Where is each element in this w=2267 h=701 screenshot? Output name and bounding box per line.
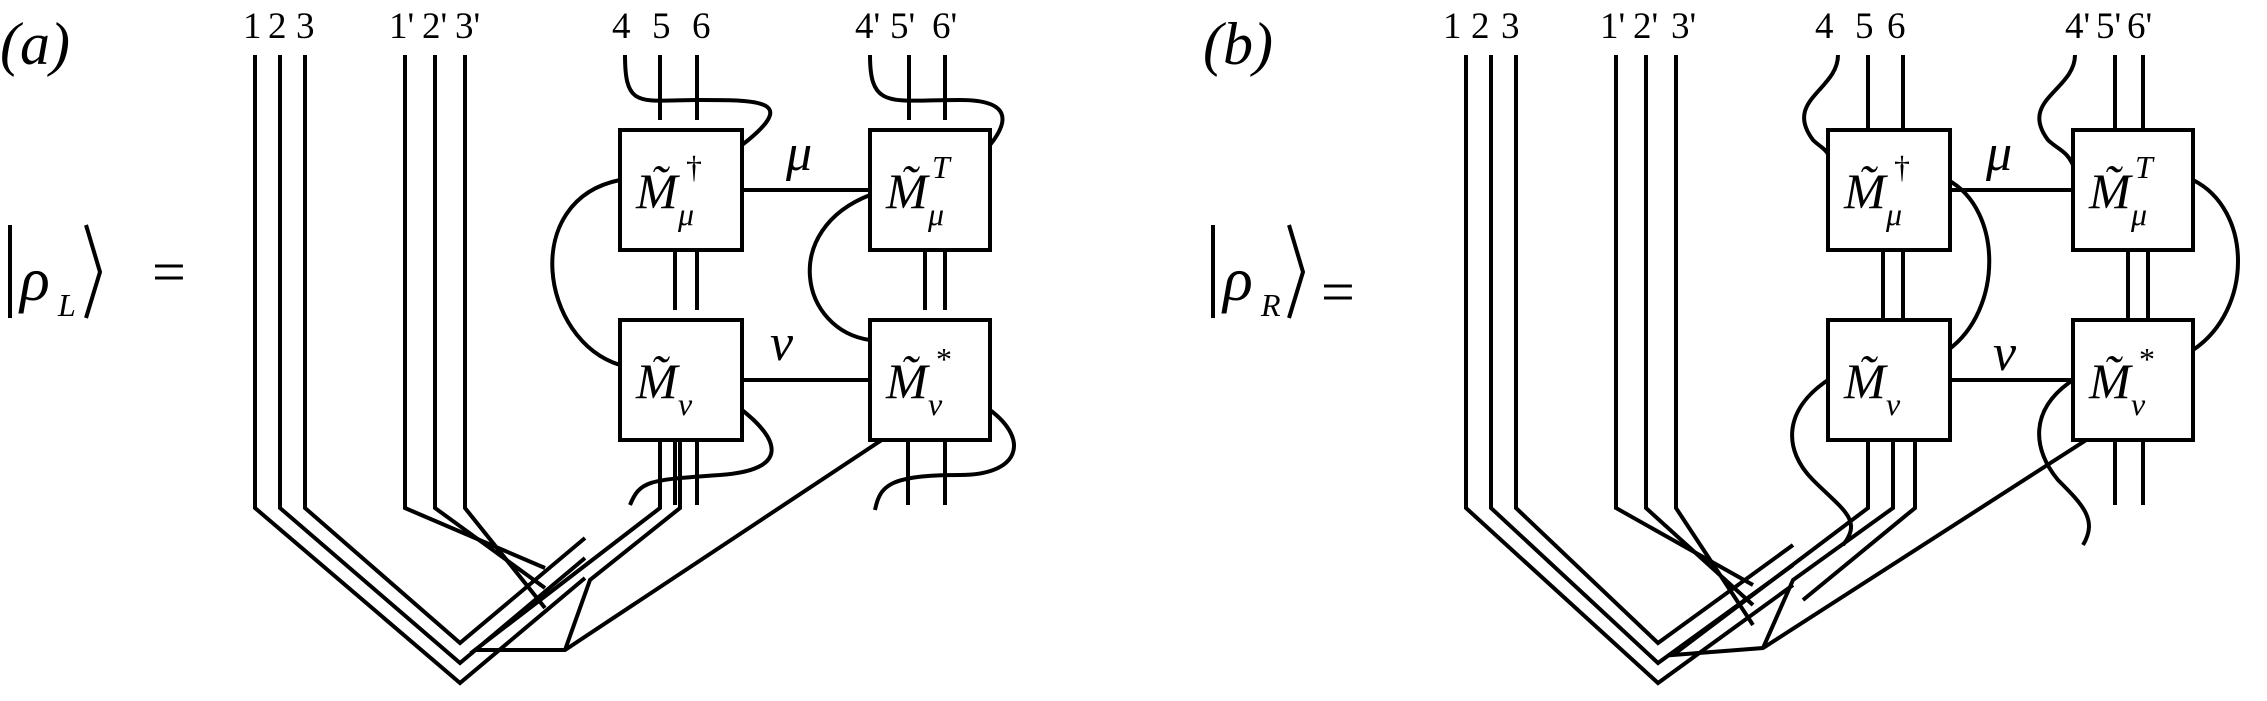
ket-right-angle: [1287, 224, 1306, 319]
equals-sign: =: [1321, 259, 1355, 325]
tensor-sub: μ: [927, 196, 944, 232]
tensor-sup: T: [2135, 149, 2155, 185]
tensor-M-mu-dagger: [1826, 128, 1952, 252]
index-label: 4: [1815, 6, 1834, 47]
panel-b-columns: [1866, 55, 2150, 505]
tensor-base: M̃: [1843, 163, 1888, 219]
ket-subscript: R: [1260, 287, 1281, 323]
index-label: 1: [1443, 6, 1462, 47]
tensor-base: M̃: [635, 163, 680, 219]
ket-right-angle: [84, 224, 103, 319]
tensor-sub: μ: [1885, 196, 1902, 232]
tensor-sup: †: [686, 149, 702, 185]
bond-mu-label: μ: [1985, 125, 2012, 182]
index-label: 2': [422, 6, 447, 47]
tensor-base: M̃: [885, 163, 930, 219]
index-label: 1': [389, 6, 414, 47]
bond-nu-label: ν: [770, 315, 794, 372]
tensor-base: M̃: [2088, 163, 2133, 219]
panel-a-bonds: μ ν: [742, 125, 870, 382]
panel-a-label: (a): [0, 11, 70, 77]
index-label: 1': [1600, 6, 1625, 47]
tensor-M-nu-star: [2071, 318, 2195, 442]
index-label: 4: [612, 6, 631, 47]
index-label: 6: [1887, 6, 1906, 47]
tensor-sub: ν: [1886, 386, 1901, 422]
equals-sign: =: [152, 239, 186, 305]
index-label: 3: [1501, 6, 1520, 47]
panel-a-columns: [658, 55, 947, 505]
tensor-sup: *: [2139, 341, 2155, 377]
tensor-base: M̃: [1843, 353, 1888, 409]
tensor-M-mu-T: [2071, 128, 2195, 252]
panel-a-loops: [550, 54, 1016, 511]
tensor-sup: †: [1894, 149, 1910, 185]
panel-b-label: (b): [1203, 11, 1273, 77]
index-label: 6': [932, 6, 957, 47]
index-label: 5': [2096, 6, 2121, 47]
tensor-sub: ν: [2131, 386, 2146, 422]
panel-b-right-v-lines: [1666, 406, 2138, 658]
tensor-M-nu-star: [868, 318, 992, 442]
tensor-base: M̃: [885, 353, 930, 409]
panel-b-left-v-lines: [1464, 55, 1795, 686]
index-label: 2': [1633, 6, 1658, 47]
panel-b-ket: ρ R =: [1211, 224, 1355, 325]
index-label: 4': [855, 6, 880, 47]
panel-a-tensor-labels: M̃ μ † M̃ μ T M̃ ν M̃ ν *: [635, 149, 952, 422]
panel-b-loops: [1790, 54, 2240, 547]
ket-rho: ρ: [1221, 246, 1253, 314]
tensor-sub: ν: [678, 386, 693, 422]
index-label: 1: [243, 6, 262, 47]
tensor-base: M̃: [635, 353, 680, 409]
panel-b-tensor-labels: M̃ μ † M̃ μ T M̃ ν M̃ ν *: [1843, 149, 2155, 422]
tensor-sup: *: [936, 341, 952, 377]
tensor-sub: μ: [677, 196, 694, 232]
panel-b-tensors: [1826, 128, 2195, 442]
bond-nu-label: ν: [1993, 325, 2017, 382]
tensor-sup: T: [932, 149, 952, 185]
panel-a-left-v-lines: [253, 55, 587, 686]
panel-b-index-labels: 1 2 3 1' 2' 3' 4 5 6 4' 5' 6': [1443, 6, 2152, 47]
ket-rho: ρ: [18, 246, 50, 314]
tensor-M-mu-T: [868, 128, 992, 252]
index-label: 4': [2065, 6, 2090, 47]
panel-a: (a) ρ L = 1 2 3 1' 2' 3' 4 5 6 4' 5' 6': [0, 6, 1016, 686]
index-label: 5: [1855, 6, 1874, 47]
panel-b-bonds: μ ν: [1950, 125, 2073, 382]
tensor-sub: ν: [928, 386, 943, 422]
index-label: 5: [652, 6, 671, 47]
bond-mu-label: μ: [785, 125, 812, 182]
ket-subscript: L: [57, 287, 76, 323]
index-label: 3': [455, 6, 480, 47]
tensor-M-nu: [1826, 318, 1952, 442]
panel-b: (b) ρ R = 1 2 3 1' 2' 3' 4 5 6 4' 5' 6': [1203, 6, 2240, 686]
index-label: 2: [268, 6, 287, 47]
panel-a-right-v-lines: [469, 406, 932, 652]
panel-a-ket: ρ L =: [8, 224, 186, 323]
tensor-M-nu: [618, 318, 744, 442]
index-label: 3': [1671, 6, 1696, 47]
panel-a-index-labels: 1 2 3 1' 2' 3' 4 5 6 4' 5' 6': [243, 6, 957, 47]
tensor-sub: μ: [2130, 196, 2147, 232]
tensor-base: M̃: [2088, 353, 2133, 409]
index-label: 5': [890, 6, 915, 47]
index-label: 6': [2127, 6, 2152, 47]
index-label: 3: [296, 6, 315, 47]
index-label: 2: [1471, 6, 1490, 47]
index-label: 6: [692, 6, 711, 47]
